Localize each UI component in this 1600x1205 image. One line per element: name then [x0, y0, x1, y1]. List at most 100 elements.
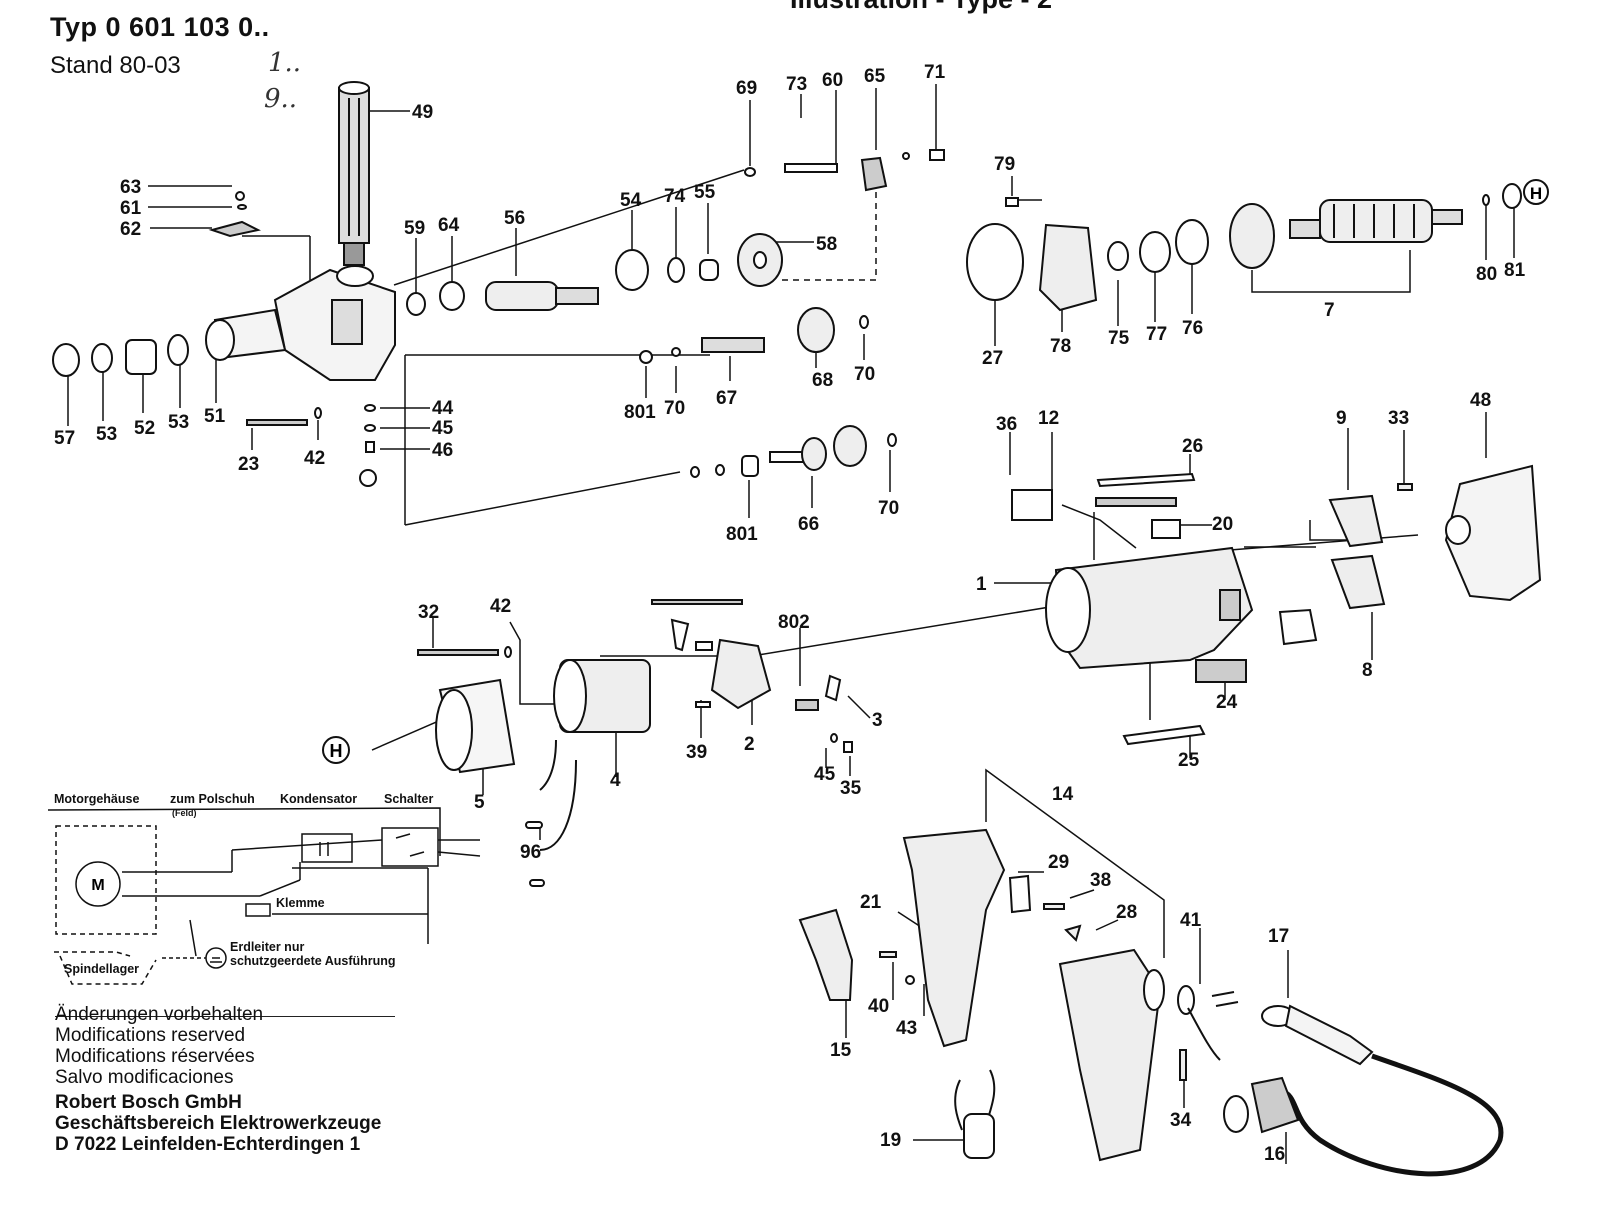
callout-71: 71 — [924, 62, 946, 83]
callout-2: 2 — [744, 734, 755, 755]
footer-divider — [55, 1016, 395, 1017]
callout-46: 46 — [432, 440, 453, 461]
note-es: Salvo modificaciones — [55, 1067, 234, 1088]
callout-53: 53 — [168, 412, 189, 433]
callout-70: 70 — [664, 398, 685, 419]
callout-25: 25 — [1178, 750, 1200, 771]
callout-26: 26 — [1182, 436, 1203, 457]
callout-29: 29 — [1048, 852, 1069, 873]
callout-4: 4 — [610, 770, 621, 791]
callout-802: 802 — [778, 612, 810, 633]
callout-69: 69 — [736, 78, 757, 99]
callout-14: 14 — [1052, 784, 1074, 805]
callout-48: 48 — [1470, 390, 1491, 411]
callout-58: 58 — [816, 234, 837, 255]
callout-78: 78 — [1050, 336, 1071, 357]
callout-79: 79 — [994, 154, 1015, 175]
callout-65: 65 — [864, 66, 886, 87]
callout-1: 1 — [976, 574, 987, 595]
note-fr: Modifications réservées — [55, 1046, 255, 1067]
wiring-label-schutzgeerdete: schutzgeerdete Ausführung — [230, 954, 396, 968]
callout-23: 23 — [238, 454, 259, 475]
callout-44: 44 — [432, 398, 454, 419]
callout-36: 36 — [996, 414, 1017, 435]
callout-45: 45 — [432, 418, 454, 439]
motor-housing-part-1 — [1011, 472, 1254, 746]
leader-lines — [67, 84, 1515, 1164]
callout-20: 20 — [1212, 514, 1233, 535]
h-marker-left — [322, 736, 350, 764]
callout-57: 57 — [54, 428, 75, 449]
callout-52: 52 — [134, 418, 155, 439]
callout-77: 77 — [1146, 324, 1167, 345]
callout-76: 76 — [1182, 318, 1203, 339]
callout-61: 61 — [120, 198, 142, 219]
callout-9: 9 — [1336, 408, 1347, 429]
wiring-label-kondensator: Kondensator — [280, 792, 358, 806]
wiring-label-spindellager: Spindellager — [64, 962, 140, 976]
callout-81: 81 — [1504, 260, 1526, 281]
gear-housing-part-51 — [205, 265, 396, 381]
callout-43: 43 — [896, 1018, 917, 1039]
callout-38: 38 — [1090, 870, 1111, 891]
callout-12: 12 — [1038, 408, 1059, 429]
callout-54: 54 — [620, 190, 642, 211]
company-name: Robert Bosch GmbH — [55, 1092, 242, 1113]
callout-68: 68 — [812, 370, 833, 391]
callout-60: 60 — [822, 70, 843, 91]
callout-45: 45 — [814, 764, 836, 785]
callout-24: 24 — [1216, 692, 1238, 713]
callout-27: 27 — [982, 348, 1003, 369]
callout-42: 42 — [490, 596, 511, 617]
callout-66: 66 — [798, 514, 819, 535]
callout-21: 21 — [860, 892, 882, 913]
callout-33: 33 — [1388, 408, 1409, 429]
callout-63: 63 — [120, 177, 141, 198]
callout-53: 53 — [96, 424, 117, 445]
spindle-part-49 — [338, 81, 370, 266]
callout-96: 96 — [520, 842, 541, 863]
callout-62: 62 — [120, 219, 141, 240]
callout-64: 64 — [438, 215, 460, 236]
callout-80: 80 — [1476, 264, 1497, 285]
callout-49: 49 — [412, 102, 433, 123]
callout-3: 3 — [872, 710, 883, 731]
end-cap-and-brush-holders — [1278, 464, 1542, 646]
h-marker-top — [1523, 179, 1549, 205]
type-title: Typ 0 601 103 0.. — [50, 12, 270, 42]
callout-39: 39 — [686, 742, 707, 763]
callout-32: 32 — [418, 602, 439, 623]
callout-70: 70 — [878, 498, 899, 519]
callout-8: 8 — [1362, 660, 1373, 681]
wiring-label-motorgehaeuse: Motorgehäuse — [54, 792, 140, 806]
callout-41: 41 — [1180, 910, 1202, 931]
wiring-label-feld: (Feld) — [172, 808, 197, 818]
reference-markers: H H M — [91, 179, 1549, 894]
wiring-diagram — [47, 807, 481, 985]
callout-16: 16 — [1264, 1144, 1285, 1165]
wiring-label-schalter: Schalter — [384, 792, 434, 806]
callout-42: 42 — [304, 448, 325, 469]
note-en: Modifications reserved — [55, 1025, 246, 1046]
callout-70: 70 — [854, 364, 875, 385]
motor-symbol-label: M — [91, 877, 104, 894]
wiring-label-klemme: Klemme — [276, 896, 325, 910]
handle-assembly-part-14 — [798, 828, 1504, 1177]
callout-28: 28 — [1116, 902, 1137, 923]
callout-17: 17 — [1268, 926, 1289, 947]
handwritten-note-9: 9.. — [264, 84, 298, 114]
field-coil-group — [417, 599, 853, 887]
callout-801: 801 — [624, 402, 656, 423]
handwritten-note-1: 1.. — [268, 48, 302, 78]
wiring-label-erdleiter: Erdleiter nur — [230, 940, 305, 954]
h-marker-top-label: H — [1530, 184, 1542, 203]
callout-19: 19 — [880, 1130, 901, 1151]
callout-35: 35 — [840, 778, 862, 799]
callout-75: 75 — [1108, 328, 1130, 349]
callout-56: 56 — [504, 208, 525, 229]
bearing-parts-row — [52, 149, 945, 487]
h-marker-left-label: H — [330, 741, 343, 761]
callout-51: 51 — [204, 406, 226, 427]
